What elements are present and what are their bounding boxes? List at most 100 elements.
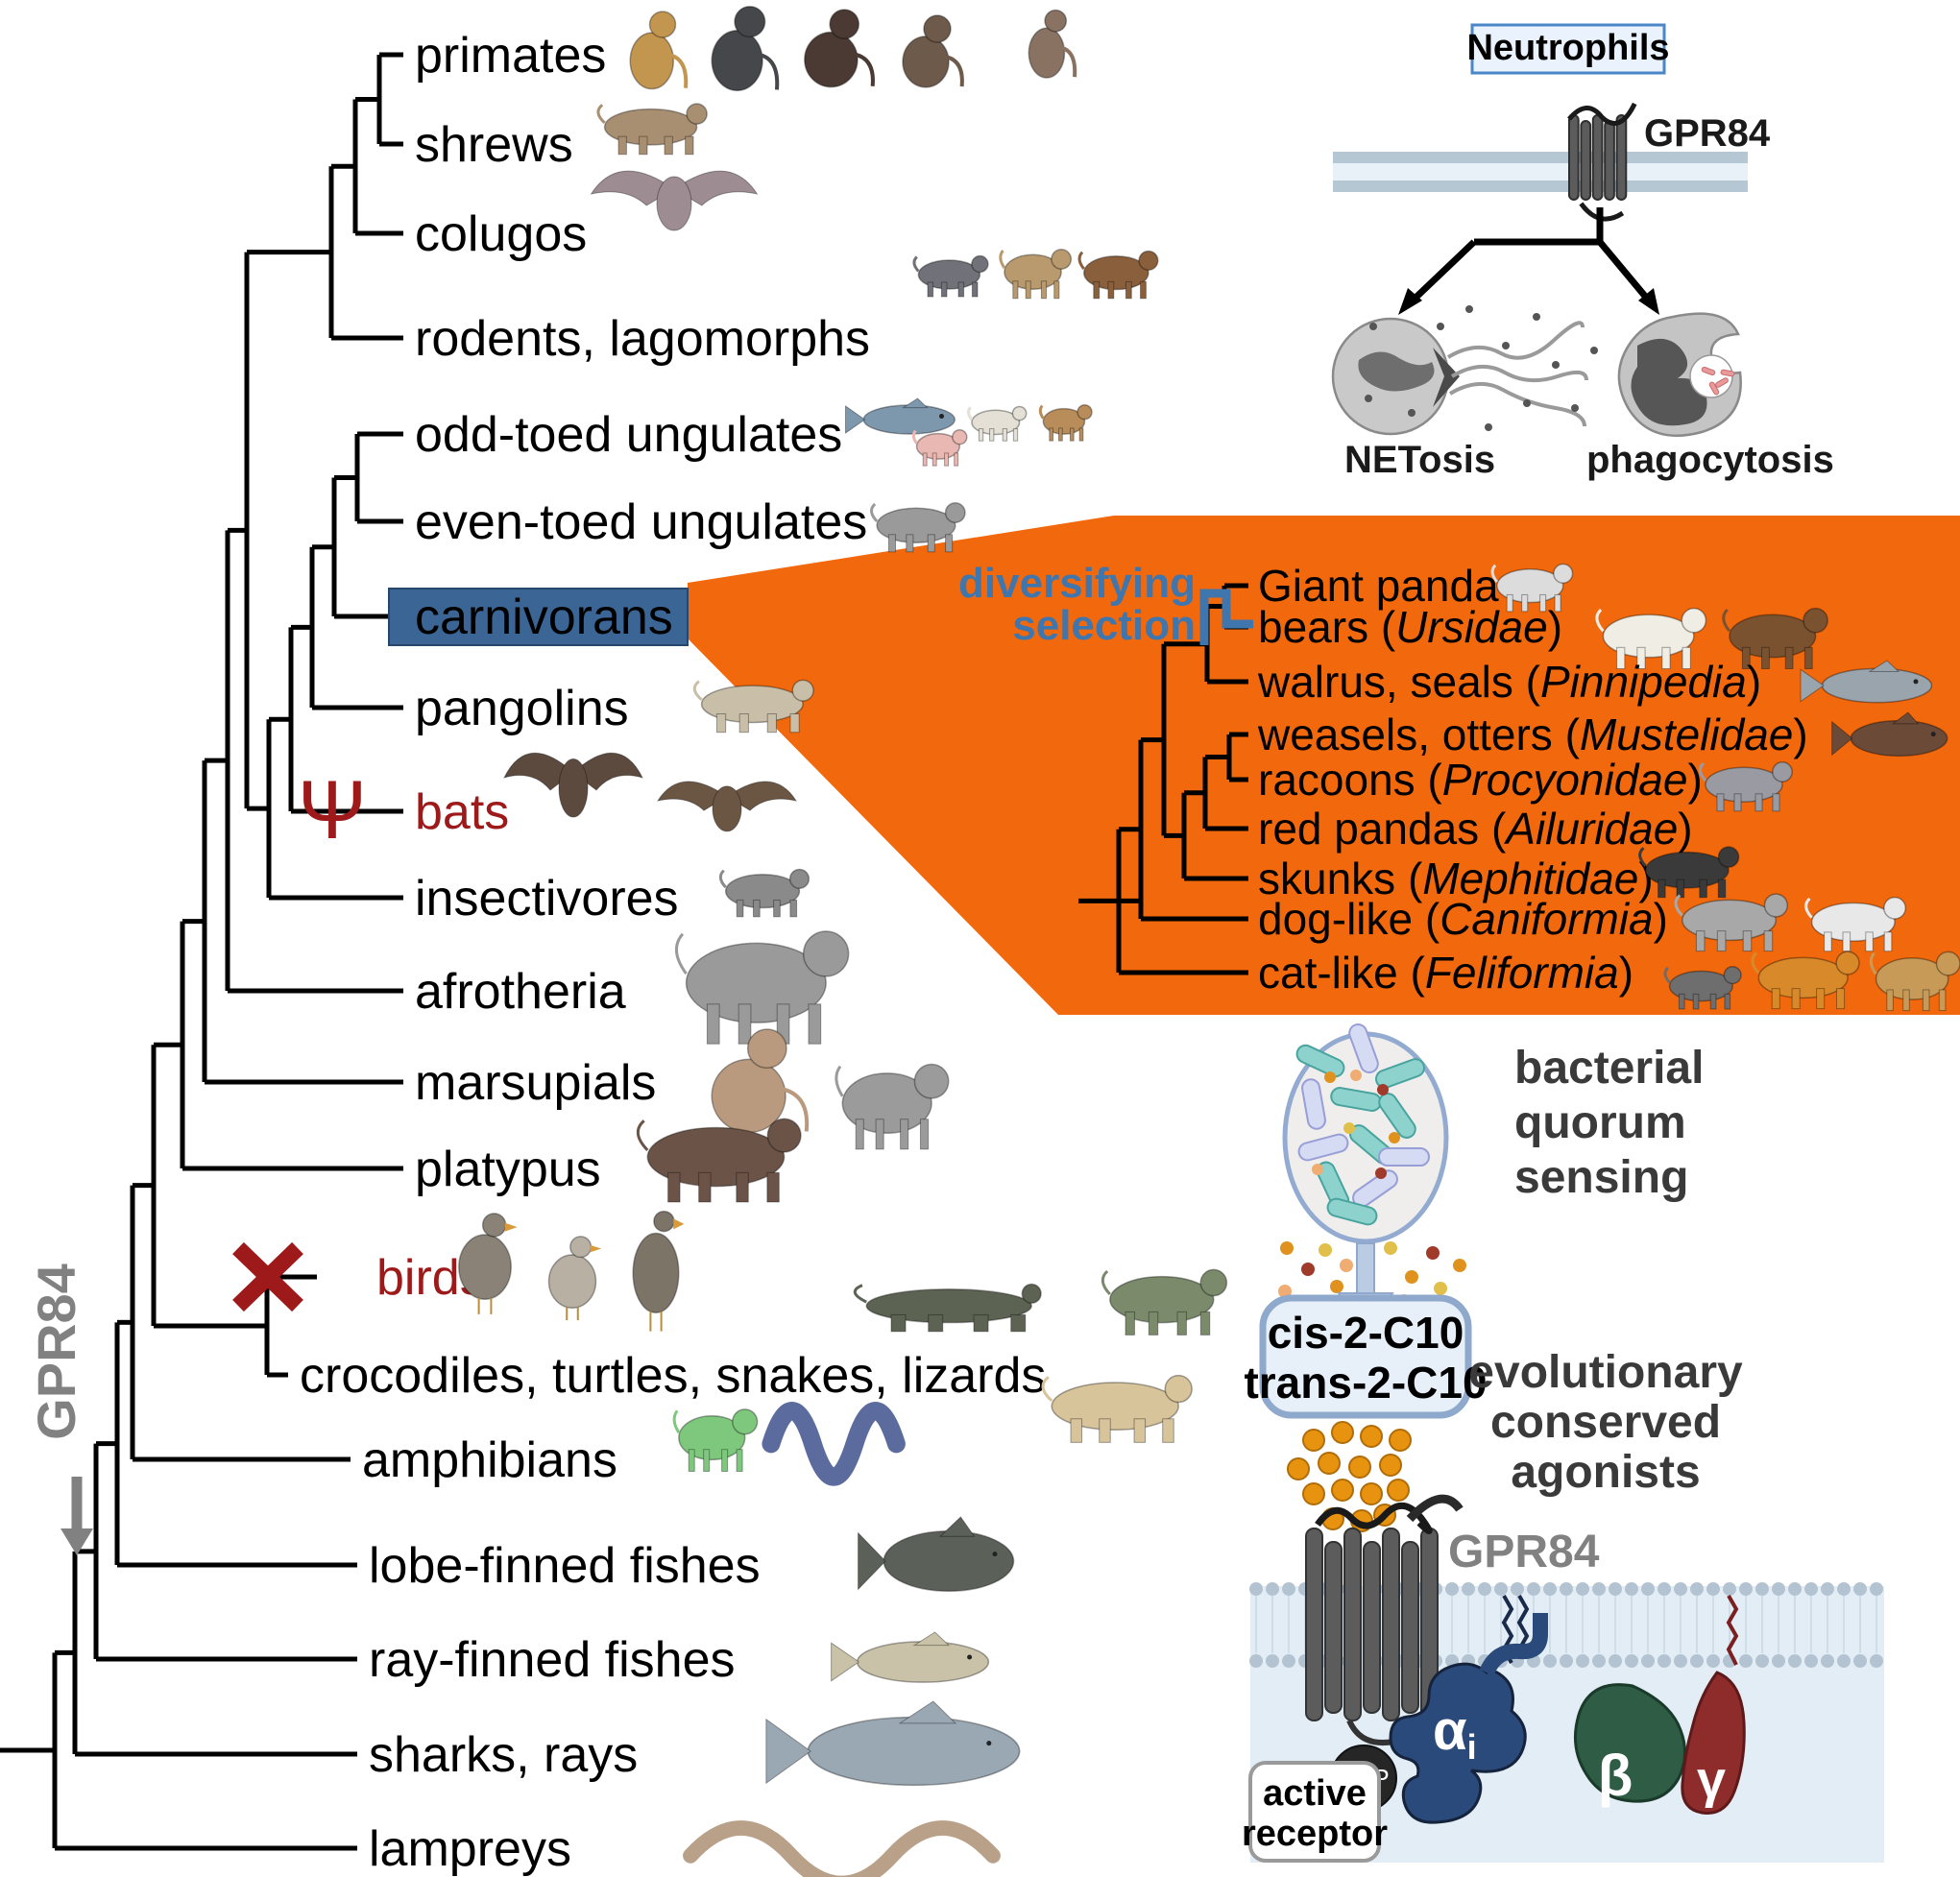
- brown-bear-icon-tail: [1722, 609, 1731, 633]
- carnivorans-highlight-box: [388, 588, 689, 646]
- gecko-icon-head: [1164, 1374, 1193, 1404]
- otter-icon-eye: [1930, 732, 1936, 737]
- amphibians-label: amphibians: [362, 1432, 617, 1488]
- agonist-dot-6: [1348, 1456, 1371, 1479]
- donkey-icon: [870, 502, 966, 553]
- cat-icon-body: [1668, 970, 1733, 1002]
- gpr84-arrow-head: [60, 1528, 93, 1555]
- net-dot-0: [1437, 323, 1444, 330]
- net-dot-8: [1590, 347, 1598, 354]
- pig-icon-body: [915, 432, 961, 460]
- giant-panda-icon-leg0: [1506, 593, 1513, 613]
- bacterial-quorum-sensing-label-1: quorum: [1514, 1097, 1686, 1148]
- dalmatian-icon-leg1: [1842, 931, 1851, 952]
- seal-icon-fin: [1868, 660, 1900, 672]
- agonist-box: [1259, 1294, 1472, 1419]
- giant-panda-label: Giant panda: [1258, 561, 1499, 611]
- gecko-icon-leg1: [1099, 1418, 1111, 1443]
- gorilla-icon-body: [711, 30, 763, 92]
- donkey-icon-leg2: [927, 534, 935, 553]
- elephant-icon-body: [685, 942, 827, 1023]
- dolphin-icon-eye: [939, 413, 944, 419]
- arrow-left: [1411, 239, 1477, 302]
- qs-dot-out-2: [1278, 1285, 1292, 1298]
- lion-icon-leg1: [1902, 989, 1910, 1012]
- net-dot-3: [1533, 313, 1540, 321]
- ligand-curl: [1406, 1494, 1464, 1523]
- macaque-icon-arm: [668, 53, 689, 88]
- bacterial-quorum-sensing-label-2: sensing: [1514, 1152, 1688, 1203]
- lipid-head-top: [1853, 1582, 1867, 1596]
- qs-dot-out-3: [1319, 1243, 1332, 1257]
- qs-dot-in-5: [1375, 1167, 1387, 1179]
- beaver-icon-body: [1082, 255, 1149, 291]
- dalmatian-icon-body: [1810, 902, 1896, 942]
- tamarin-icon-body: [1028, 27, 1066, 79]
- kangaroo-icon: [711, 1028, 810, 1134]
- shark-icon: [765, 1700, 1021, 1787]
- poison-dart-frog-icon-leg1: [703, 1449, 711, 1472]
- elephant-icon-leg3: [808, 1003, 822, 1045]
- chimpanzee-icon: [804, 9, 875, 88]
- brown-bear-icon-leg0: [1741, 646, 1751, 670]
- qs-dot-out-12: [1453, 1259, 1466, 1272]
- agonist-dot-0: [1302, 1429, 1325, 1452]
- tamarin-icon: [1028, 9, 1077, 79]
- agonist-dot-2: [1360, 1425, 1383, 1448]
- beaver-icon-leg1: [1107, 280, 1115, 300]
- platypus-icon-tail: [636, 1119, 649, 1151]
- net-dot-6: [1485, 423, 1492, 431]
- active-label: active: [1263, 1773, 1367, 1814]
- shrews-label: shrews: [415, 117, 573, 173]
- crocodilians-label: crocodiles, turtles, snakes, lizards: [300, 1348, 1046, 1404]
- alligator-icon-leg3: [1010, 1313, 1027, 1333]
- raccoon-icon-leg0: [1716, 793, 1725, 812]
- gpr84-receptor-top-icon-helix-0: [1568, 114, 1580, 201]
- skunk-icon-head: [1717, 846, 1740, 868]
- skunk-icon: [1638, 846, 1740, 899]
- agonist-dot-10: [1360, 1482, 1383, 1505]
- lipid-head-bottom: [1625, 1654, 1638, 1668]
- camel-icon: [1038, 403, 1093, 442]
- net-dot-1: [1465, 305, 1473, 313]
- rodents-label: rodents, lagomorphs: [415, 311, 870, 367]
- mouse-icon-tail: [912, 255, 920, 273]
- brown-bear-icon-body: [1729, 614, 1817, 659]
- lamprey-icon-bodyline: [683, 1820, 1001, 1877]
- helix-1: [1324, 1541, 1343, 1714]
- treeshrew-icon-leg3: [685, 135, 694, 156]
- macaque-icon-body: [629, 32, 674, 90]
- raccoon-icon-leg2: [1754, 793, 1763, 812]
- flying-fox-icon-wing-right: [726, 781, 798, 811]
- chimpanzee-icon-head: [829, 9, 860, 39]
- net-nucleus: [1358, 351, 1435, 392]
- evolutionary-conserved-agonists-label-2: agonists: [1511, 1447, 1700, 1498]
- camel-icon-head: [1077, 403, 1093, 421]
- camel-icon-leg2: [1069, 427, 1075, 442]
- gecko-icon-leg3: [1162, 1418, 1174, 1443]
- cow-icon-leg2: [1002, 428, 1008, 442]
- birds-loss-x-icon: [232, 1241, 303, 1312]
- helix-5: [1401, 1541, 1419, 1714]
- wolf-icon-body: [1682, 899, 1778, 942]
- seal-icon-body: [1821, 667, 1933, 704]
- gecko-icon-body: [1051, 1382, 1179, 1431]
- zebrafish-icon-fin: [912, 1631, 951, 1647]
- cow-icon-tail: [967, 406, 974, 421]
- lipid-head-top: [1527, 1582, 1540, 1596]
- capuchin-icon: [902, 14, 964, 88]
- tiger-icon: [1751, 951, 1860, 1010]
- net-dot-7: [1571, 404, 1579, 412]
- active-receptor-box: [1248, 1761, 1381, 1863]
- hedgehog-icon-leg2: [773, 899, 781, 918]
- bat-icon-wing-right: [572, 752, 643, 791]
- alpha-body: [1389, 1662, 1527, 1824]
- lipid-head-top: [1478, 1582, 1491, 1596]
- donkey-icon-head: [944, 502, 966, 523]
- pangolin-icon-leg0: [715, 713, 727, 734]
- flying-fox-icon-wing-left: [656, 781, 728, 811]
- cow-icon-body: [971, 409, 1021, 436]
- tiger-icon-leg3: [1835, 988, 1846, 1010]
- koala-icon: [835, 1063, 950, 1150]
